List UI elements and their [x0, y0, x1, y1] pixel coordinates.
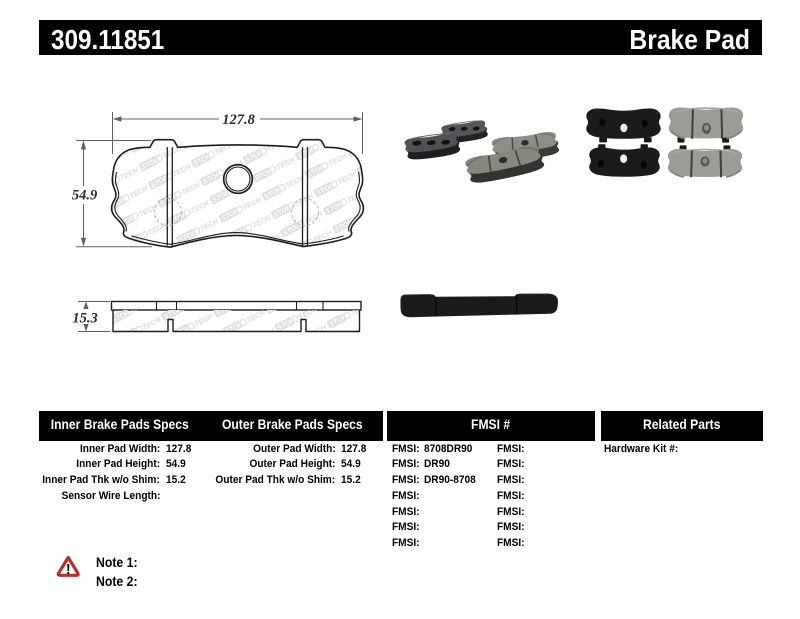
- svg-text:15.3: 15.3: [72, 311, 97, 327]
- svg-text:54.9: 54.9: [72, 188, 97, 204]
- svg-text:127.8: 127.8: [222, 112, 255, 128]
- svg-text:!: !: [66, 562, 71, 578]
